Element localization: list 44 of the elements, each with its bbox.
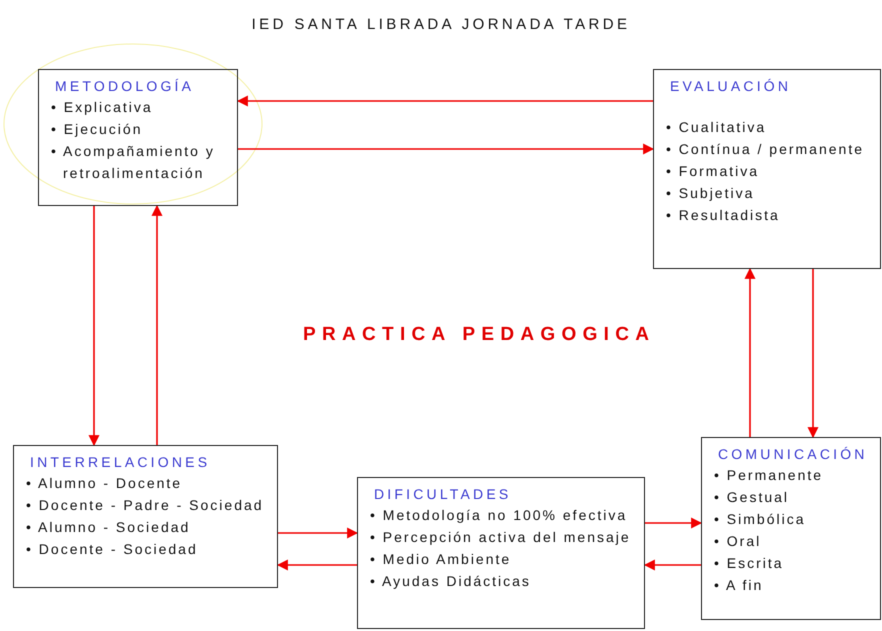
bullet-item: • Docente - Padre - Sociedad bbox=[26, 496, 265, 515]
arrow bbox=[808, 269, 818, 438]
bullet-item: • Escrita bbox=[714, 554, 785, 573]
arrow bbox=[236, 96, 653, 106]
arrow bbox=[645, 518, 702, 528]
bullet-item: • Alumno - Docente bbox=[26, 474, 184, 493]
box-heading: DIFICULTADES bbox=[374, 486, 512, 502]
bullet-item: • Percepción activa del mensaje bbox=[370, 528, 632, 547]
bullet-item: • Docente - Sociedad bbox=[26, 540, 199, 559]
bullet-item: • Oral bbox=[714, 532, 762, 551]
bullet-item: • Resultadista bbox=[666, 206, 781, 225]
bullet-item: • Alumno - Sociedad bbox=[26, 518, 192, 537]
bullet-item: • Ayudas Didácticas bbox=[370, 572, 532, 591]
bullet-item: • Gestual bbox=[714, 488, 790, 507]
bullet-item: • Medio Ambiente bbox=[370, 550, 512, 569]
box-heading: COMUNICACIÓN bbox=[718, 446, 869, 462]
category-box bbox=[653, 69, 881, 269]
bullet-item: • Ejecución bbox=[51, 120, 144, 139]
category-box bbox=[701, 437, 881, 620]
bullet-item: • Explicativa bbox=[51, 98, 154, 117]
arrow bbox=[278, 528, 358, 538]
arrow bbox=[238, 144, 654, 154]
bullet-item: • A fin bbox=[714, 576, 764, 595]
bullet-item: • Simbólica bbox=[714, 510, 806, 529]
box-heading: METODOLOGÍA bbox=[55, 78, 196, 94]
bullet-item: • Cualitativa bbox=[666, 118, 768, 137]
box-heading: INTERRELACIONES bbox=[30, 454, 212, 470]
arrow bbox=[744, 268, 756, 437]
bullet-item: • Permanente bbox=[714, 466, 824, 485]
arrow bbox=[644, 560, 701, 570]
bullet-item: • Metodología no 100% efectiva bbox=[370, 506, 628, 525]
diagram-label: PRACTICA PEDAGOGICA bbox=[303, 324, 656, 346]
bullet-item: • Contínua / permanente bbox=[666, 140, 865, 159]
diagram-title: IED SANTA LIBRADA JORNADA TARDE bbox=[252, 16, 630, 33]
arrow bbox=[276, 560, 357, 570]
category-box bbox=[13, 445, 278, 588]
box-heading: EVALUACIÓN bbox=[670, 78, 792, 94]
arrow bbox=[88, 206, 100, 446]
bullet-item: • Formativa bbox=[666, 162, 760, 181]
category-box bbox=[38, 69, 238, 206]
bullet-item: • Acompañamiento y retroalimentación bbox=[51, 142, 216, 183]
category-box bbox=[357, 477, 645, 629]
arrow bbox=[152, 204, 162, 445]
bullet-item: • Subjetiva bbox=[666, 184, 756, 203]
